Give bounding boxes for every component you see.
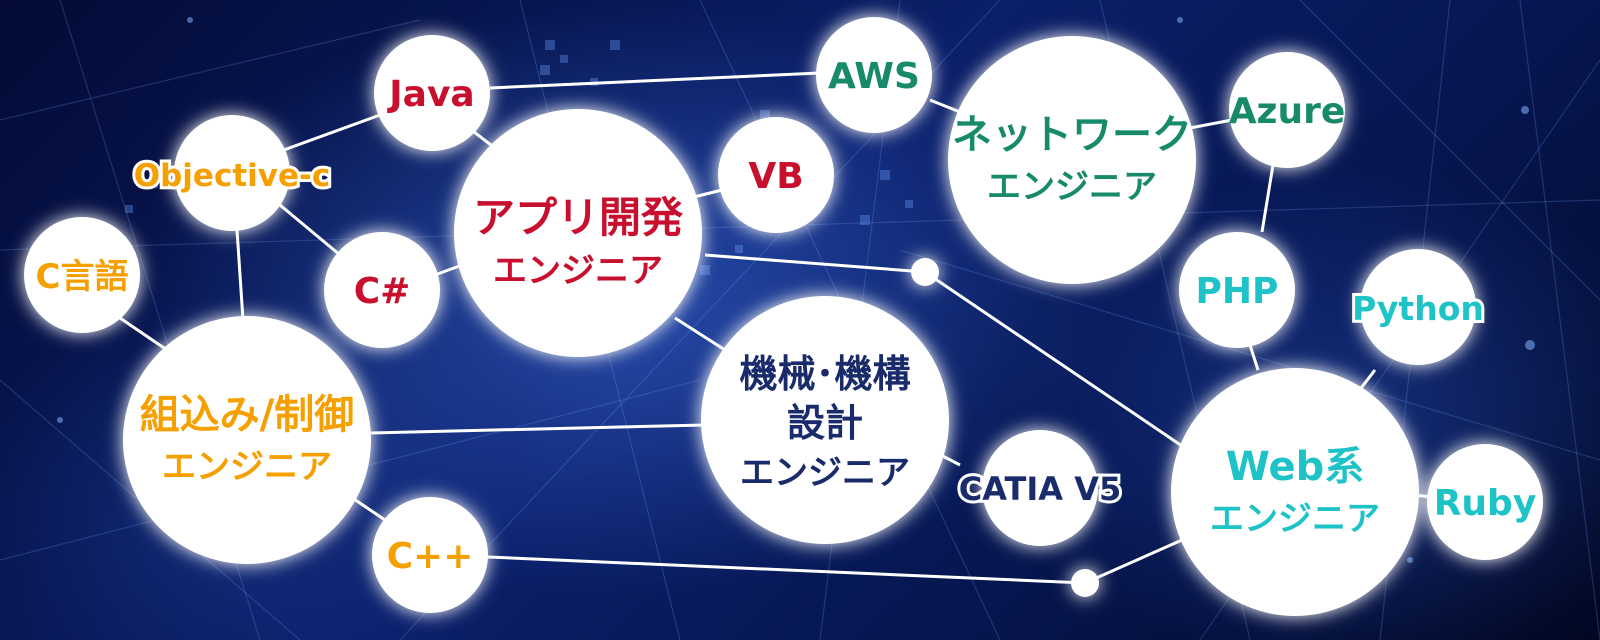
node-circle-azure — [1229, 52, 1345, 168]
edge-csharp-app — [434, 263, 463, 277]
edge-dot-web — [924, 270, 1186, 450]
node-label-mech-engineer-line2: 設計 — [787, 401, 863, 445]
junction-dot — [911, 258, 939, 286]
node-label-php: PHP — [1196, 271, 1279, 312]
node-circle-ruby — [1427, 444, 1543, 560]
edge-java-aws — [489, 71, 821, 90]
node-label-network-engineer-line2: エンジニア — [987, 167, 1157, 207]
edge-objc-embedded — [235, 229, 245, 321]
node-circle-cpp — [372, 497, 488, 613]
node-circle-php — [1179, 232, 1295, 348]
node-circle-python — [1360, 249, 1476, 365]
node-label-app-engineer-line1: アプリ開発 — [473, 193, 684, 242]
node-label-web-engineer-line2: エンジニア — [1210, 499, 1380, 539]
node-label-csharp: C# — [354, 271, 411, 312]
edge-embedded-mech — [369, 423, 706, 435]
junction-dots — [911, 258, 1099, 597]
edge-aws-network — [929, 98, 961, 114]
node-label-objective-c: Objective-c — [134, 158, 331, 194]
node-label-mech-engineer-line1: 機械･機構 — [739, 352, 910, 396]
edge-azure-php — [1260, 164, 1275, 233]
node-label-azure: Azure — [1229, 91, 1346, 132]
node-circle-java — [374, 35, 490, 151]
node-circle-aws — [816, 17, 932, 133]
node-label-c-lang: C言語 — [36, 257, 129, 297]
edge-php-web — [1248, 344, 1260, 371]
node-label-python: Python — [1352, 289, 1484, 328]
node-circle-network-engineer — [948, 36, 1196, 284]
node-circle-web-engineer — [1171, 368, 1419, 616]
node-label-embedded-engineer-line1: 組込み/制御 — [140, 392, 355, 438]
node-label-embedded-engineer-line2: エンジニア — [162, 447, 332, 487]
node-label-cpp: C++ — [387, 536, 474, 577]
node-circles — [24, 17, 1543, 616]
edge-java-objc — [269, 113, 381, 157]
node-circle-vb — [718, 117, 834, 233]
node-circle-csharp — [324, 232, 440, 348]
node-label-catia: CATIA V5 — [959, 470, 1121, 508]
node-label-ruby: Ruby — [1434, 483, 1537, 524]
node-circle-objective-c — [174, 115, 290, 231]
node-circle-app-engineer — [454, 109, 702, 357]
node-label-mech-engineer-line3: エンジニア — [740, 453, 910, 493]
node-circle-embedded-engineer — [123, 316, 371, 564]
node-label-web-engineer-line1: Web系 — [1226, 444, 1364, 490]
node-label-app-engineer-line2: エンジニア — [493, 251, 663, 291]
node-circle-c-lang — [24, 217, 140, 333]
node-label-aws: AWS — [828, 56, 920, 97]
node-circle-catia — [982, 430, 1098, 546]
edge-app-dot — [704, 253, 926, 274]
edge-network-azure — [1189, 118, 1233, 130]
edge-dot-web2 — [1084, 538, 1183, 585]
node-labels: Java Objective-c C言語 C# アプリ開発 エンジニア VB A… — [36, 56, 1537, 577]
edge-objc-csharp — [279, 203, 341, 257]
edge-app-mech — [674, 316, 726, 352]
node-circle-mech-engineer — [701, 296, 949, 544]
node-label-vb: VB — [748, 156, 803, 197]
junction-dot — [1071, 569, 1099, 597]
node-label-java: Java — [386, 74, 474, 115]
edge-cpp-dot — [487, 555, 1086, 585]
edge-clang-embedded — [119, 316, 171, 354]
node-label-network-engineer-line1: ネットワーク — [952, 112, 1192, 158]
